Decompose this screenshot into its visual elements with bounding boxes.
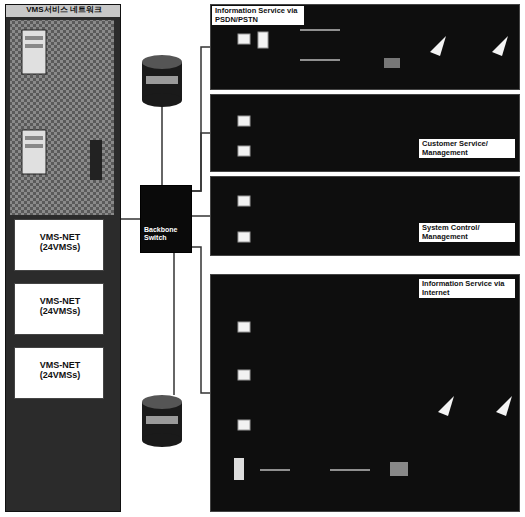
box-label: Customer Service/ Management	[419, 139, 515, 158]
network-link	[192, 215, 210, 217]
network-link	[192, 133, 210, 191]
panel-ground	[5, 4, 121, 512]
service-panel: Information Service via Internet	[210, 274, 520, 512]
panel-header-band	[5, 4, 121, 17]
box-label: Backbone Switch	[144, 226, 190, 242]
service-panel: Information Service via PSDN/PSTN	[210, 4, 520, 90]
box-label: Information Service via PSDN/PSTN	[212, 6, 304, 25]
terminal-icon	[238, 32, 268, 430]
line-wire	[260, 30, 370, 470]
vms-net-box: VMS-NET (24VMSs)	[14, 283, 104, 335]
service-panel: Customer Service/ Management	[210, 94, 520, 172]
server-icon	[22, 30, 102, 180]
box-label: VMS-NET (24VMSs)	[23, 360, 97, 381]
box-label: VMS-NET (24VMSs)	[23, 296, 97, 317]
server-area	[10, 20, 114, 215]
network-link	[192, 247, 210, 393]
network-link	[192, 47, 210, 191]
box-label: VMS-NET (24VMSs)	[23, 232, 97, 253]
backbone-switch: Backbone Switch	[140, 185, 192, 253]
box-label: System Control/ Management	[419, 223, 515, 242]
vms-net-box: VMS-NET (24VMSs)	[14, 347, 104, 399]
network-link	[121, 218, 140, 220]
service-panel-ground	[210, 4, 520, 512]
network-panel: VMS서비스 네트워크 VMS-NET (24VMSs) VMS-NET (24VM…	[5, 4, 121, 512]
service-panel: System Control/ Management	[210, 176, 520, 256]
vms-net-box: VMS-NET (24VMSs)	[14, 219, 104, 271]
box-label: Information Service via Internet	[419, 279, 515, 298]
panel-heading: VMS서비스 네트워크	[6, 5, 122, 14]
device-icon	[234, 58, 408, 480]
